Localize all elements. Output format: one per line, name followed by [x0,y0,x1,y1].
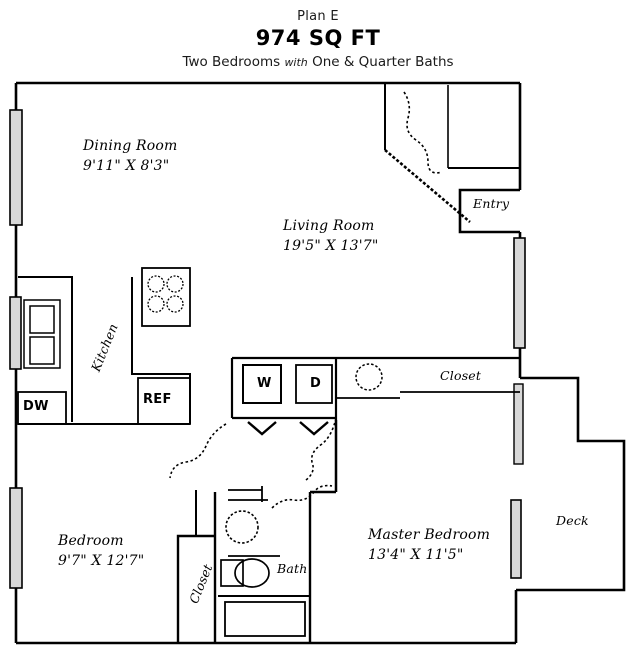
entry-closet [384,83,520,169]
toilet [220,558,270,588]
room-name-bedroom: Bedroom [58,533,124,549]
bathtub [224,601,306,637]
windows [9,109,526,589]
window-dining [9,109,23,226]
room-name-dining: Dining Room [83,138,178,154]
plan-square-footage: 974 SQ FT [255,26,381,50]
area-label-deck: Deck [556,513,589,529]
range-outline [141,267,191,327]
room-label-dining: Dining Room 9'11" X 8'3" [83,138,178,175]
room-name-master-bedroom: Master Bedroom [368,527,491,543]
room-dimensions-living: 19'5" X 13'7" [283,237,379,254]
room-dimensions-master-bedroom: 13'4" X 11'5" [368,546,464,563]
area-name-entry: Entry [473,196,510,211]
area-name-bath: Bath [277,561,308,576]
window-deck-upper [513,383,524,465]
area-label-closet-hall: Closet [440,368,481,384]
kitchen-sink [23,299,61,369]
sink-basin-top [29,305,55,334]
bedroom-closet-wall [176,534,215,643]
hall-door-swing-right [305,417,337,481]
room-name-living: Living Room [283,218,375,234]
burner-bottom-right [166,295,184,313]
bath-door-swing [271,484,333,509]
toilet-tank [220,559,244,587]
plan-name: Plan E [297,9,339,24]
cooktop-range [141,267,191,327]
room-label-living: Living Room 19'5" X 13'7" [283,218,379,255]
window-kitchen [9,296,22,370]
window-living [513,237,526,349]
area-label-entry: Entry [473,196,509,212]
interior-partitions [176,486,336,643]
area-label-bath: Bath [277,561,308,577]
appliance-label-refrigerator: REF [143,392,172,407]
burner-top-right [166,275,184,293]
appliance-label-dryer: D [310,376,322,391]
burner-bottom-left [147,295,165,313]
appliance-label-washer: W [257,376,272,391]
wall-entry-diagonal [384,149,471,223]
sink-outline [23,299,61,369]
washer-outline [242,364,282,404]
burner-top-left [147,275,165,293]
entry-closet-door-swing [403,91,443,174]
lavatory-sink [355,363,383,391]
area-name-deck: Deck [556,513,589,528]
plan-description-bedrooms: Two Bedrooms [182,54,281,70]
dryer-outline [295,364,333,404]
refrigerator-outline [137,377,191,425]
wall-deck-outline [516,376,626,592]
plan-description-with: with [284,56,308,69]
counter-left [18,276,73,422]
wall-entry-jog [458,188,520,234]
plan-header: Plan E 974 SQ FT Two Bedrooms with One &… [0,8,636,72]
plan-description: Two Bedrooms with One & Quarter Baths [0,53,636,72]
plan-description-baths: One & Quarter Baths [312,54,454,70]
window-bedroom [9,487,23,589]
room-label-master-bedroom: Master Bedroom 13'4" X 11'5" [368,527,490,564]
area-name-closet-hall: Closet [440,368,482,383]
room-label-bedroom: Bedroom 9'7" X 12'7" [58,533,144,570]
window-master [510,499,522,579]
sink-basin-bottom [29,336,55,365]
room-dimensions-bedroom: 9'7" X 12'7" [58,552,145,569]
appliance-label-dishwasher: DW [23,399,49,414]
dishwasher-outline [17,391,67,425]
washer-door-chevron [247,421,277,436]
room-dimensions-dining: 9'11" X 8'3" [83,157,170,174]
bedroom-door-swing [169,423,227,479]
toilet-bowl [234,558,270,588]
dryer-door-chevron [299,421,329,436]
bath-sink [225,510,259,544]
